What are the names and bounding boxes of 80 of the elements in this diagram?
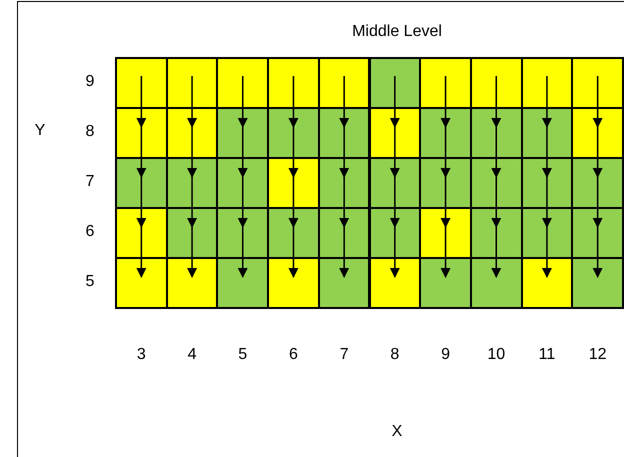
grid-cell <box>216 257 270 309</box>
arrow <box>592 126 603 178</box>
grid-cell <box>419 57 472 109</box>
arrow <box>440 126 451 178</box>
axis-tick-label: 4 <box>188 347 196 363</box>
arrow <box>491 176 502 228</box>
chart-title: Middle Level <box>352 24 442 40</box>
arrow <box>390 176 400 228</box>
axis-tick-label: 10 <box>487 347 506 363</box>
axis-tick-label: 8 <box>390 347 400 363</box>
grid-cell <box>115 257 168 309</box>
arrow <box>542 226 552 278</box>
grid-cell <box>318 57 370 109</box>
arrow <box>187 226 198 278</box>
grid-cell <box>318 257 370 309</box>
grid-cell <box>166 257 218 309</box>
grid-cell <box>470 257 523 309</box>
arrow <box>440 226 451 278</box>
grid-cell <box>115 57 168 109</box>
arrow <box>390 126 400 178</box>
axis-tick-label: 12 <box>588 347 607 363</box>
arrow <box>440 76 451 128</box>
arrow <box>288 76 298 128</box>
arrow <box>238 126 248 178</box>
arrow <box>491 226 502 278</box>
grid-cell <box>368 257 422 309</box>
grid-cell <box>216 57 270 109</box>
arrow <box>288 226 298 278</box>
arrow <box>238 176 248 228</box>
arrow <box>390 76 400 128</box>
grid-cell <box>571 257 624 309</box>
axis-tick-label: 6 <box>288 347 298 363</box>
grid-cell <box>571 157 624 209</box>
arrow <box>187 126 198 178</box>
grid-cell <box>470 57 523 109</box>
axis-tick-label: 7 <box>86 174 94 190</box>
arrow <box>390 226 400 278</box>
axis-title: X <box>392 424 402 440</box>
arrow <box>339 226 350 278</box>
arrow <box>491 76 502 128</box>
axis-tick-label: 3 <box>136 347 146 363</box>
arrow <box>592 176 603 228</box>
grid-cell <box>571 107 624 159</box>
arrow <box>339 176 350 228</box>
grid-cell <box>520 57 574 109</box>
arrow <box>136 176 146 228</box>
axis-tick-label: 5 <box>238 347 248 363</box>
grid-cell <box>267 257 320 309</box>
arrow <box>339 126 350 178</box>
axis-tick-label: 7 <box>340 347 349 363</box>
arrow <box>187 176 198 228</box>
arrow <box>136 126 146 178</box>
arrow <box>440 176 451 228</box>
axis-tick-label: 5 <box>86 274 94 290</box>
arrow <box>592 76 603 128</box>
arrow <box>136 76 146 128</box>
axis-tick-label: 11 <box>538 347 556 363</box>
axis-tick-label: 9 <box>86 74 94 90</box>
arrow <box>288 126 298 178</box>
arrow <box>491 126 502 178</box>
arrow <box>339 76 350 128</box>
grid-cell <box>520 257 574 309</box>
arrow <box>542 126 552 178</box>
arrow <box>187 76 198 128</box>
grid-cell <box>267 57 320 109</box>
arrow <box>288 176 298 228</box>
grid-cell <box>571 57 624 109</box>
arrow <box>592 226 603 278</box>
arrow <box>542 176 552 228</box>
arrow <box>238 226 248 278</box>
arrow <box>136 226 146 278</box>
grid-cell <box>368 57 422 109</box>
arrow <box>238 76 248 128</box>
grid-cell <box>571 207 624 259</box>
axis-tick-label: 6 <box>86 224 94 240</box>
arrow <box>542 76 552 128</box>
axis-tick-label: 8 <box>86 124 94 140</box>
axis-title: Y <box>34 123 46 139</box>
axis-tick-label: 9 <box>441 347 450 363</box>
grid-cell <box>419 257 472 309</box>
